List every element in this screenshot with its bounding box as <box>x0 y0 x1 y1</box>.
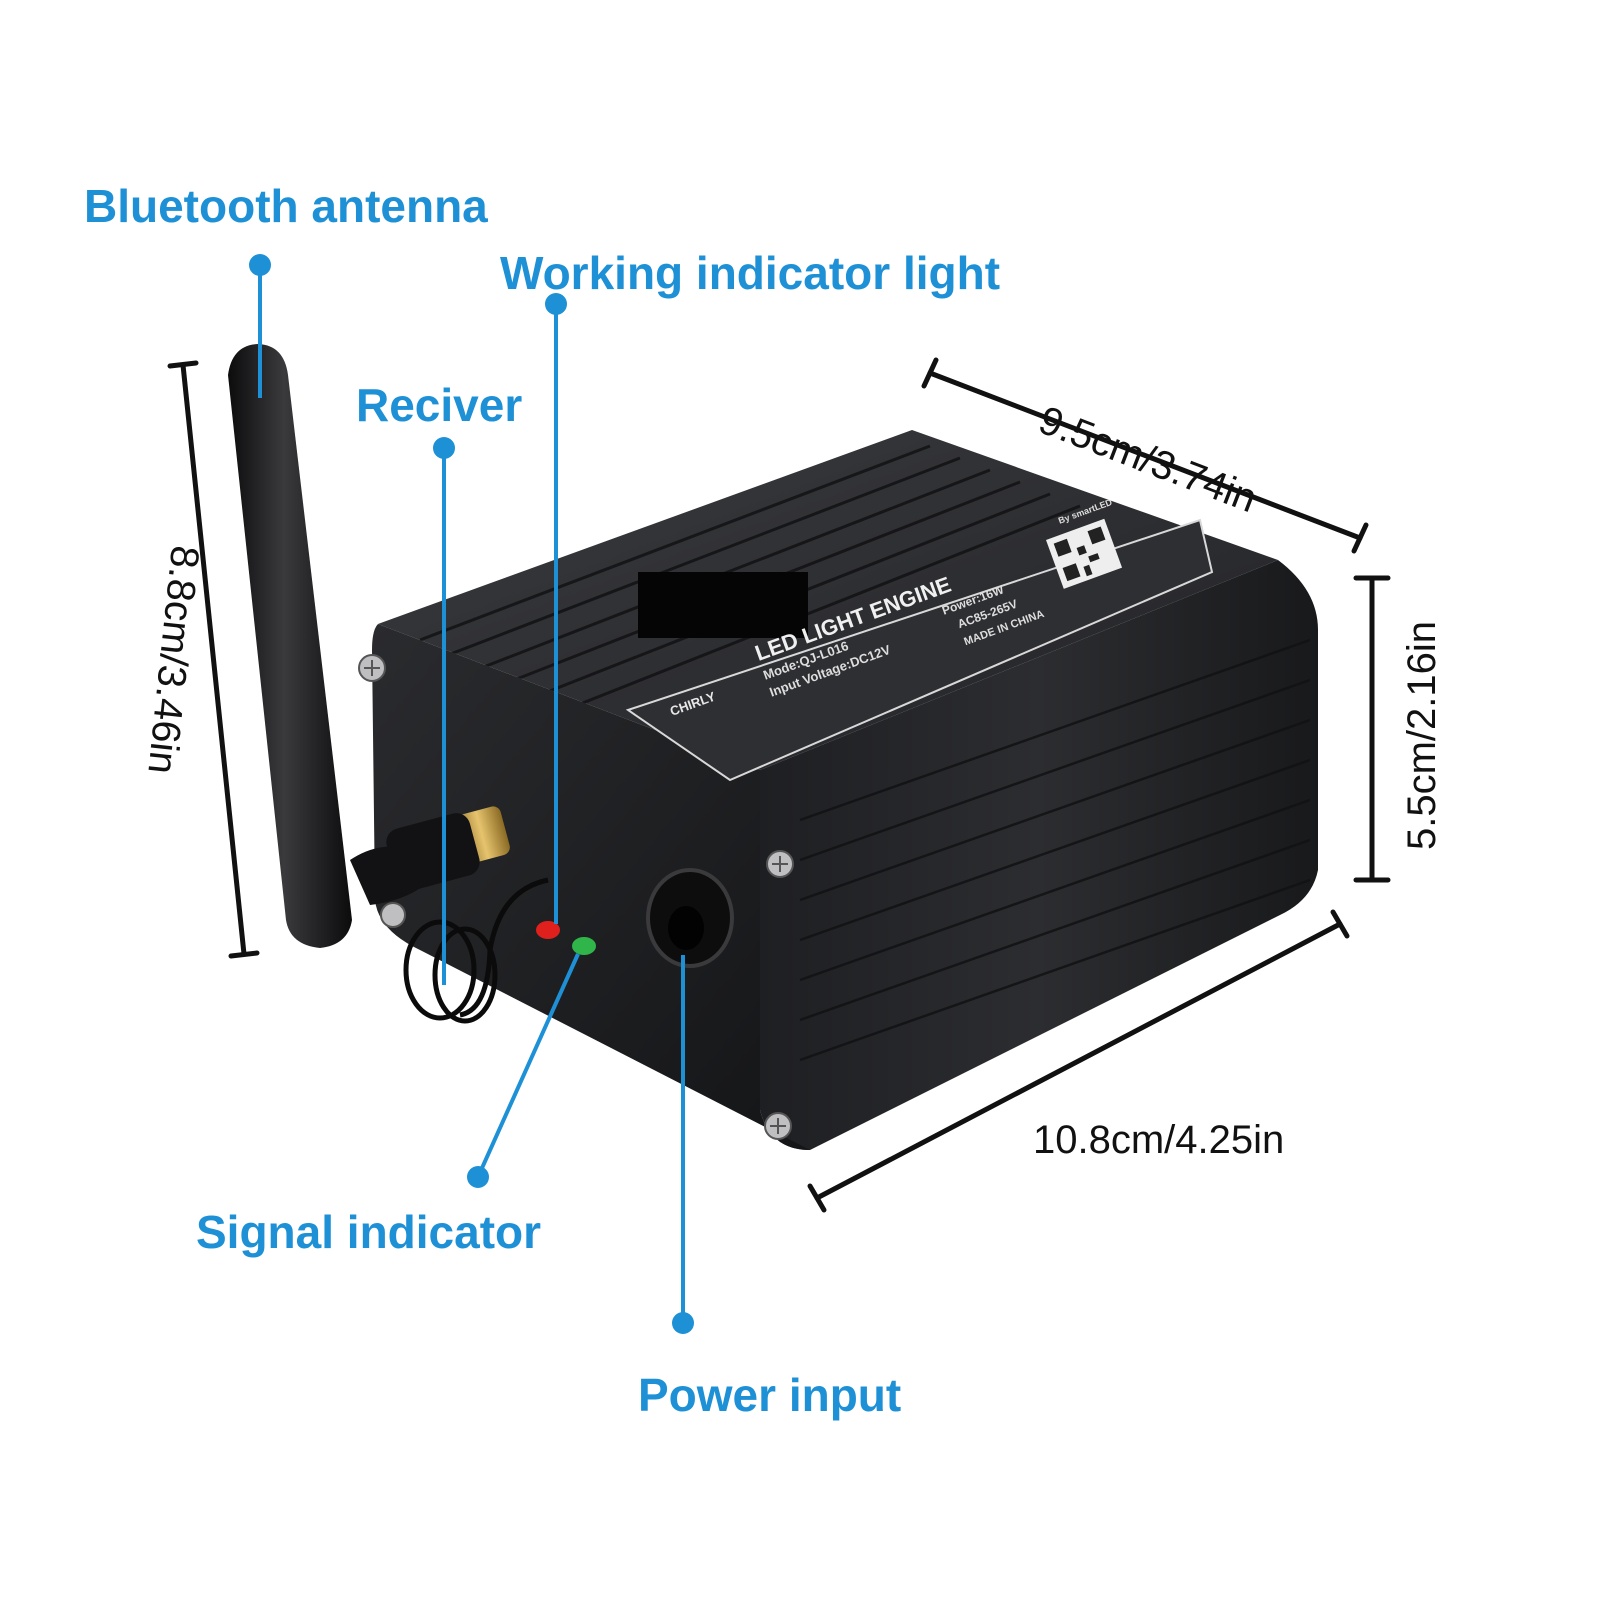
callout-signal-indicator: Signal indicator <box>196 1206 542 1258</box>
receiver-wire <box>403 877 549 1024</box>
dimension-height-box: 5.5cm/2.16in <box>1400 620 1444 850</box>
callout-working-indicator: Working indicator light <box>500 247 1001 299</box>
screw-icons <box>358 654 794 1140</box>
dimension-lines <box>167 357 1391 1213</box>
callout-power-input: Power input <box>638 1369 902 1421</box>
bluetooth-antenna-icon <box>228 344 510 948</box>
front-fins <box>799 638 1311 1062</box>
callout-lines <box>249 254 694 1334</box>
qr-code-icon <box>1046 518 1123 589</box>
device-top-face <box>378 430 1278 770</box>
callout-receiver: Reciver <box>356 379 523 431</box>
dimension-length: 10.8cm/4.25in <box>1033 1118 1285 1162</box>
callout-bluetooth-antenna: Bluetooth antenna <box>84 180 488 232</box>
led-indicator-icon <box>536 921 596 955</box>
redaction-block <box>638 572 808 638</box>
power-jack-icon <box>646 868 734 968</box>
